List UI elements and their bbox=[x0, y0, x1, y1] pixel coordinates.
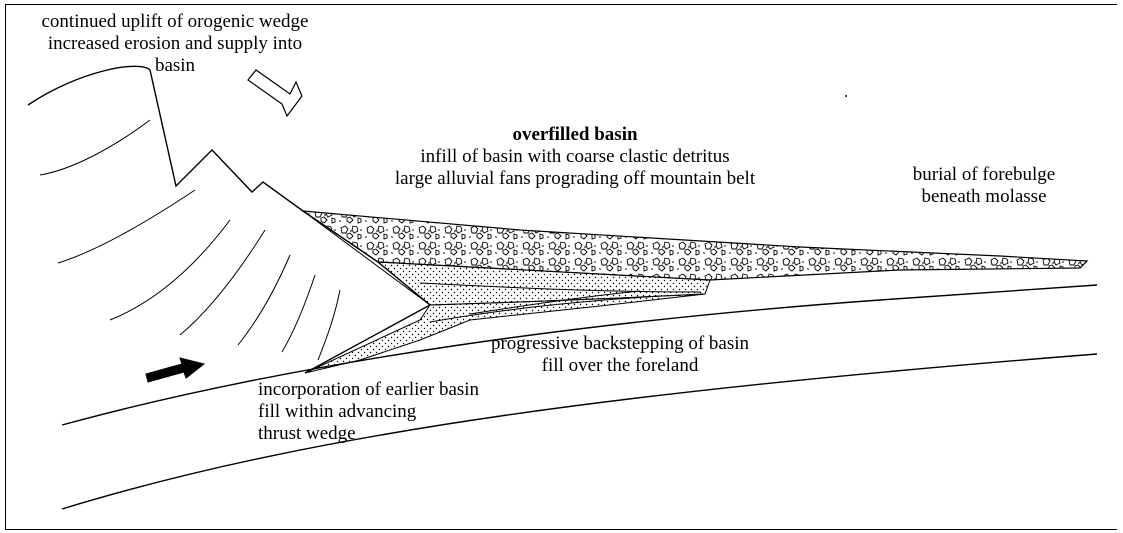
uplift-line-1: continued uplift of orogenic wedge bbox=[10, 11, 340, 33]
backstep-line-2: fill over the foreland bbox=[460, 355, 780, 377]
forebulge-caption: burial of forebulge beneath molasse bbox=[884, 164, 1084, 208]
uplift-line-3: basin bbox=[10, 55, 340, 77]
thrust-curve-1 bbox=[40, 120, 150, 175]
lower-plate-base bbox=[62, 354, 1097, 509]
overfilled-title: overfilled basin bbox=[355, 124, 795, 146]
thrust-curve-7 bbox=[318, 290, 340, 360]
thrust-curve-5 bbox=[238, 255, 290, 345]
thrust-curve-6 bbox=[282, 275, 315, 352]
overfilled-line-1: infill of basin with coarse clastic detr… bbox=[355, 146, 795, 168]
overfilled-caption: overfilled basin infill of basin with co… bbox=[355, 124, 795, 190]
overfilled-line-2: large alluvial fans prograding off mount… bbox=[355, 168, 795, 190]
thrust-motion-arrow bbox=[146, 358, 204, 382]
incorporation-line-2: fill within advancing bbox=[258, 401, 479, 423]
uplift-caption: continued uplift of orogenic wedge incre… bbox=[10, 11, 340, 77]
backstep-line-1: progressive backstepping of basin bbox=[460, 333, 780, 355]
forebulge-line-1: burial of forebulge bbox=[884, 164, 1084, 186]
forebulge-line-2: beneath molasse bbox=[884, 186, 1084, 208]
incorporation-line-3: thrust wedge bbox=[258, 423, 479, 445]
incorporation-line-1: incorporation of earlier basin bbox=[258, 379, 479, 401]
thrust-curve-4 bbox=[180, 230, 265, 335]
uplift-line-2: increased erosion and supply into bbox=[10, 33, 340, 55]
thrust-curve-2 bbox=[58, 190, 195, 263]
thrust-curve-3 bbox=[110, 220, 230, 320]
backstep-caption: progressive backstepping of basin fill o… bbox=[460, 333, 780, 377]
incorporation-caption: incorporation of earlier basin fill with… bbox=[258, 379, 479, 445]
stray-mark bbox=[845, 95, 847, 97]
